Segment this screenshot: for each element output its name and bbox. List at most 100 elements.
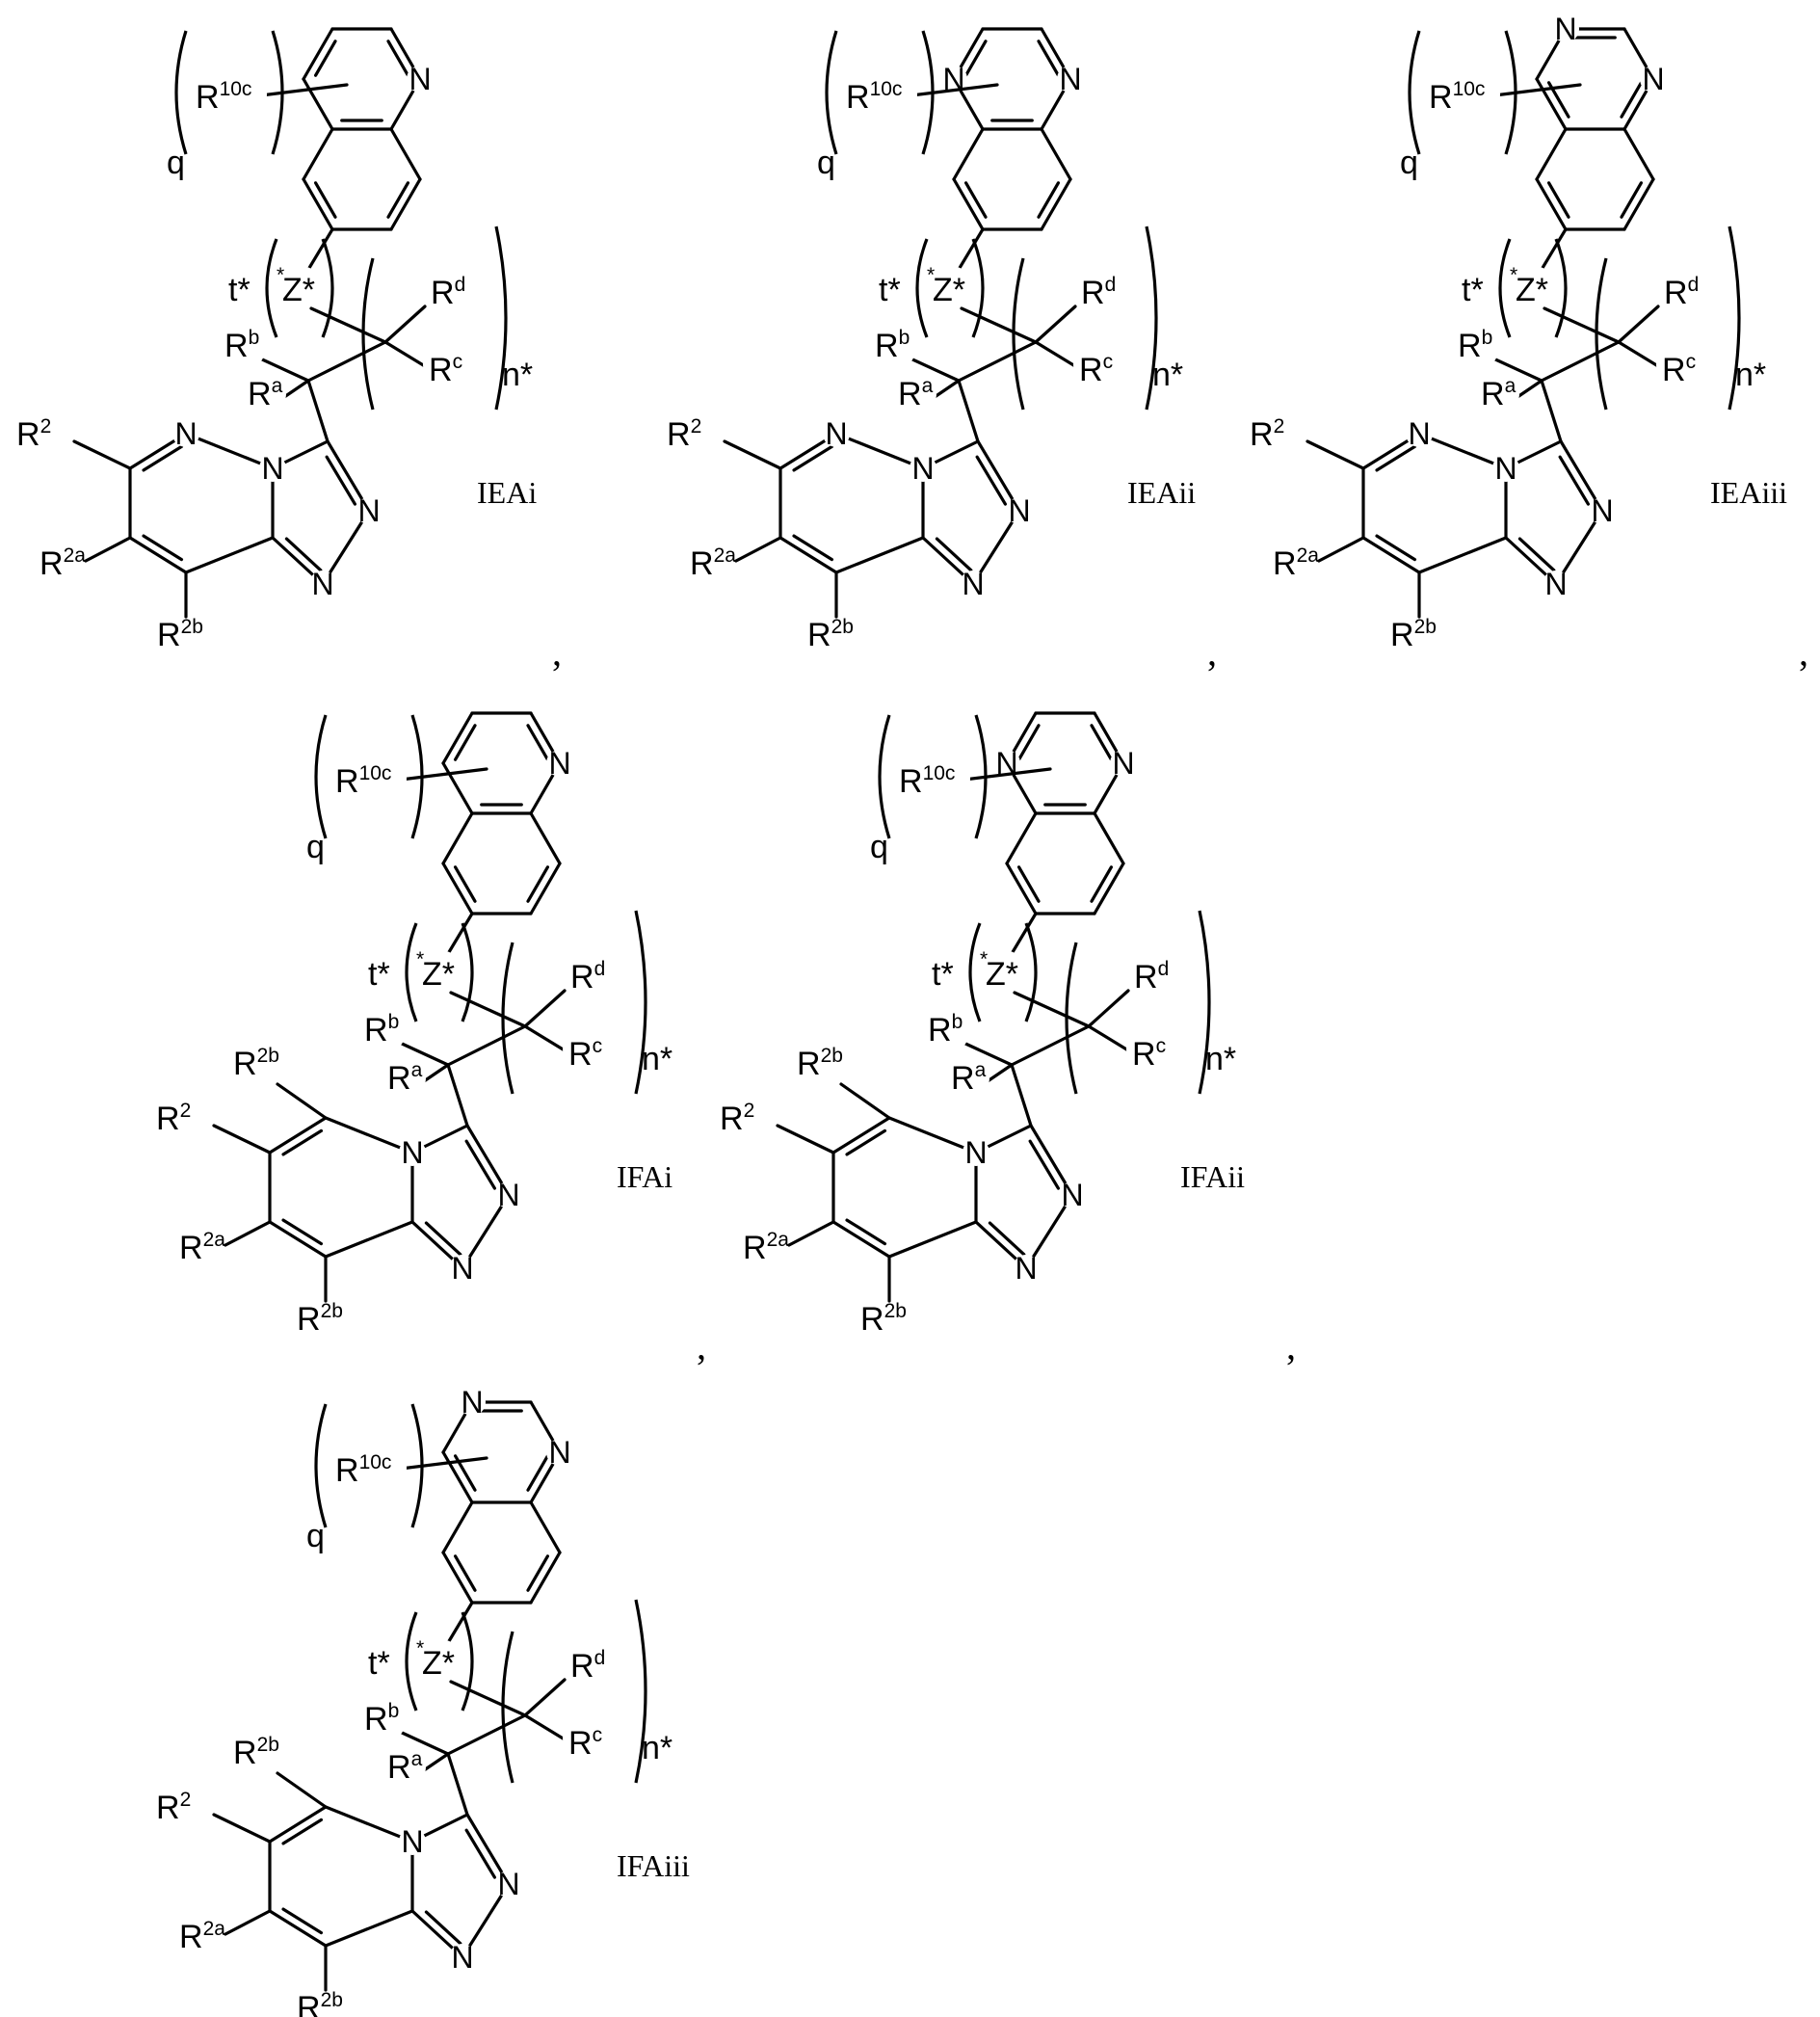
q-subscript: q [306,829,325,865]
atom-mask [190,56,267,133]
z-to-cc-bond [449,1680,527,1717]
double-bond-line [845,1128,887,1156]
r2-label: R2 [667,415,701,453]
r2b-top-label: R2b [233,1734,279,1771]
bond [268,1805,328,1844]
atom-mask [449,1255,476,1282]
atom-mask [940,66,967,93]
r2b-label: R2b [297,1300,343,1338]
bond [441,1551,474,1605]
r2a-bond [734,536,782,563]
q-bracket-right [974,714,988,839]
separator-comma: , [552,630,562,674]
double-bond-line [963,40,988,77]
n-bracket-right [634,910,647,1095]
bond [1622,177,1655,231]
bond [831,1116,891,1154]
atom-mask [1057,66,1084,93]
z-star: * [416,948,424,970]
aryl-ring-nitrogen: N [995,746,1017,781]
bond [461,1882,511,1959]
atom-mask [1406,420,1433,447]
r2-label: R2 [156,1789,191,1826]
bond [302,27,334,81]
bond [1361,536,1421,574]
cc-rd-bond [1087,989,1130,1028]
atom-mask [495,1181,522,1208]
q-subscript: q [870,829,888,865]
aryl-ring-nitrogen: N [461,1385,483,1420]
double-bond-line [313,40,337,77]
double-bond-line [313,181,337,219]
t-subscript: t* [932,956,954,993]
compound-label: IEAiii [1710,475,1787,510]
r10c-bond [1485,83,1582,98]
t-bracket-left [405,922,418,1022]
q-bracket-left [174,30,188,155]
double-bond-line [1546,181,1570,219]
cc-rc-bond [1087,1024,1130,1052]
n-bracket-right [1198,910,1211,1095]
aryl-ring-system: N [441,711,573,916]
n-bracket-left [361,257,375,411]
cab-rb-bond [258,357,310,383]
r2b-label: R2b [807,616,854,653]
atom-mask [359,1697,406,1743]
bond [461,1193,511,1270]
cab-ra-bond [1516,379,1543,399]
bond [302,177,334,231]
r10c-bond [955,767,1052,783]
cc-rd-bond [523,989,567,1028]
ra-label: Ra [1481,375,1517,412]
r2-bond [723,439,782,470]
bond [441,862,474,916]
t-subscript: t* [879,272,901,308]
atom-mask [495,1871,522,1898]
atom-mask [823,420,850,447]
z-to-cc-bond [309,306,387,344]
atom-mask [993,750,1020,777]
bond [778,536,838,574]
rc-label: Rc [1662,351,1696,388]
atom-mask [923,1008,969,1054]
n-bracket-right [1728,226,1741,411]
double-bond-line [284,537,323,572]
r10c-label: R10c [846,78,902,116]
atom-mask [380,1054,426,1101]
rc-label: Rc [429,351,462,388]
r2b-top-bond [839,1082,891,1120]
n-subscript: n* [1152,357,1183,393]
bond [1554,509,1604,586]
double-bond-line [325,455,356,506]
r2-label: R2 [156,1100,191,1137]
atom-mask [983,950,1025,993]
cc-rc-bond [383,340,427,368]
r10c-bond [902,83,999,98]
bond [389,127,422,181]
n-subscript: n* [642,1041,673,1077]
t-bracket-right [1024,922,1038,1022]
rd-label: Rd [570,958,605,995]
double-bond-line [792,444,834,472]
double-bond-line [424,1221,462,1257]
double-bond-line [386,181,410,219]
atom-mask [1423,56,1500,133]
q-bracket-right [410,1403,424,1528]
bond [1417,536,1508,574]
cab-to-core-bond [446,1063,469,1128]
r10c-label: R10c [196,78,251,116]
double-bond-line [464,1828,496,1879]
atom-mask [419,950,462,993]
bridgehead-nitrogen: N [911,451,934,486]
atom-mask [459,1389,486,1416]
r2a-bond [224,1909,272,1936]
compound-label: IFAii [1180,1159,1245,1194]
r2b-top-label: R2b [797,1045,843,1082]
double-bond-line [453,1554,477,1592]
q-bracket-left [1408,30,1421,155]
